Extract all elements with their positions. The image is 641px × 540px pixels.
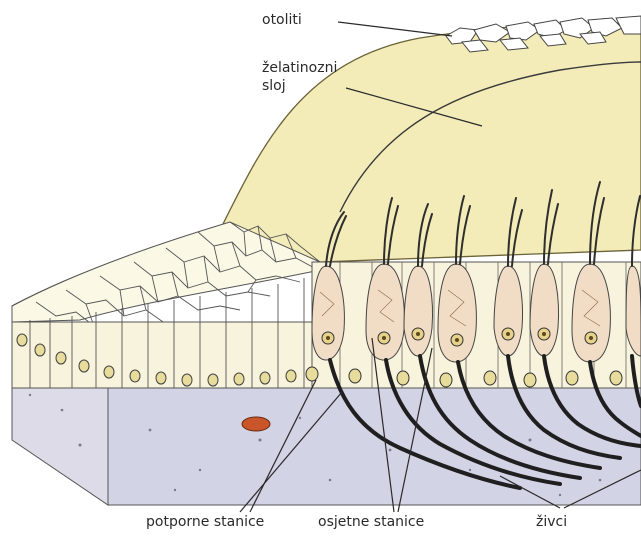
label-supporting-cells: potporne stanice xyxy=(146,514,264,531)
blood-vessel xyxy=(242,417,270,431)
label-gelatinous-layer-line2: sloj xyxy=(262,78,286,95)
label-sensory-cells: osjetne stanice xyxy=(318,514,424,531)
label-gelatinous-layer-line1: želatinozni xyxy=(262,60,337,77)
label-nerves: živci xyxy=(536,514,567,531)
label-otoliths: otoliti xyxy=(262,12,302,29)
